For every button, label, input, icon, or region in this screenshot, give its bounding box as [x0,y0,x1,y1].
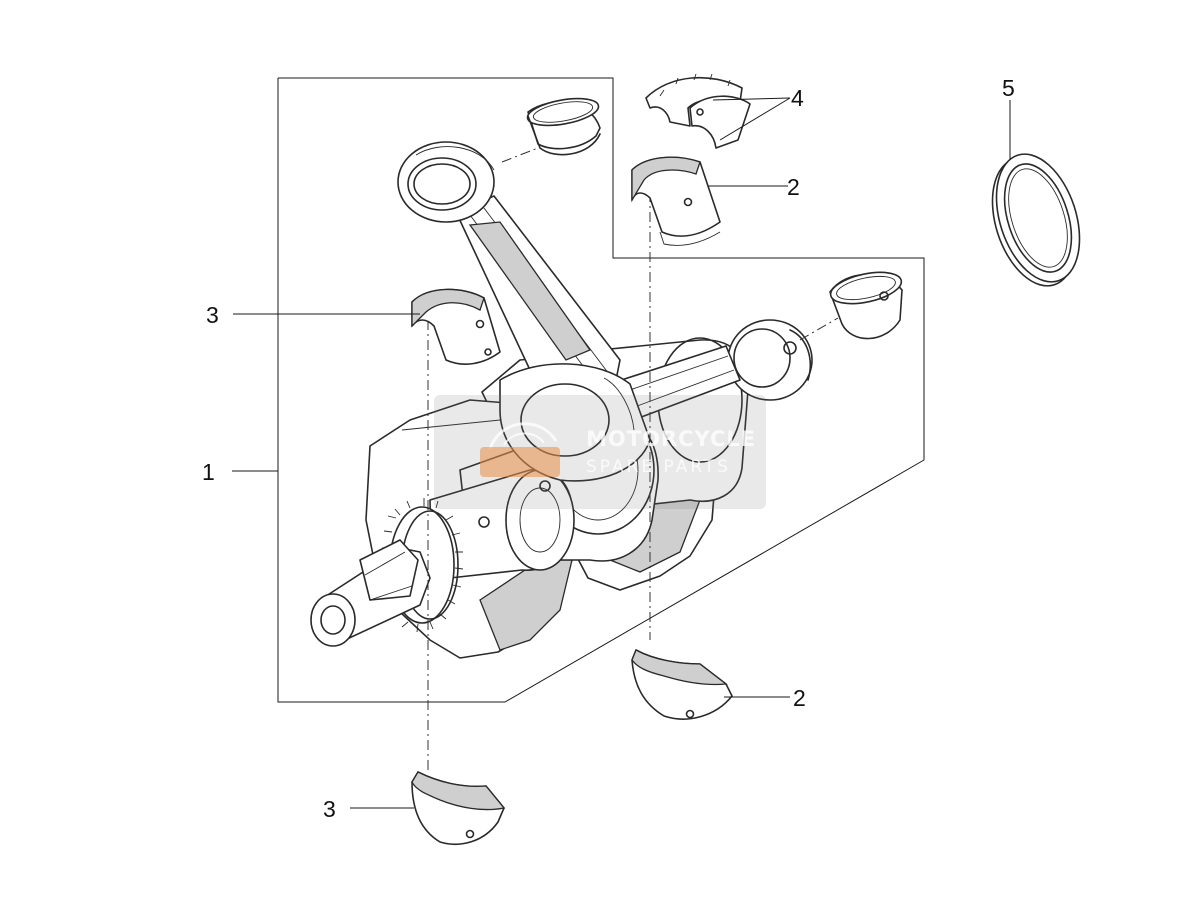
watermark: MOTORCYCLE SPARE PARTS [434,395,766,509]
oil-seal [991,153,1081,287]
assembly-boundary [277,77,925,703]
main-bearing-shell-bottom [631,649,733,720]
conrod-bearing-shell-bottom [411,771,506,845]
watermark-logo-icon [480,422,560,477]
bushing-right [829,271,903,340]
callout-3-bottom: 3 [323,796,336,822]
conrod-bearing-shell-top [411,288,501,365]
watermark-line2: SPARE PARTS [586,457,732,477]
callout-4: 4 [791,85,804,111]
callout-5: 5 [1002,75,1015,101]
leader-4a [712,97,791,101]
callout-3-top: 3 [206,302,219,328]
watermark-line1: MOTORCYCLE [586,427,757,451]
main-bearing-shell-top [631,156,721,246]
bushing-top [526,97,601,156]
thrust-washers [645,73,751,149]
callout-2-top: 2 [787,174,800,200]
leader-4b [719,97,791,141]
callout-1: 1 [202,459,215,485]
callout-2-bottom: 2 [793,685,806,711]
